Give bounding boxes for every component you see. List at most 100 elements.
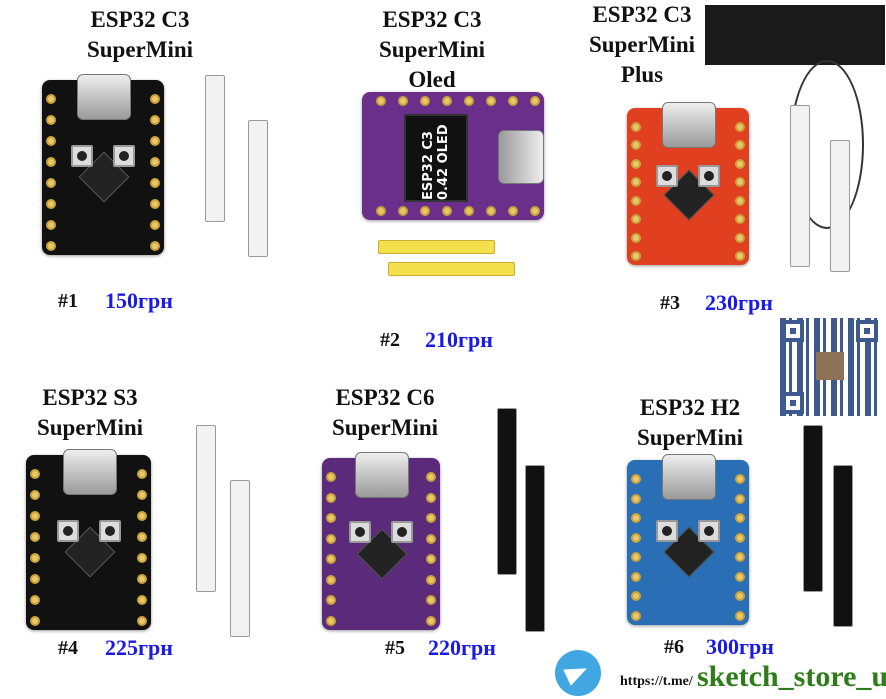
pin-pad (326, 472, 336, 482)
qr-code[interactable] (780, 318, 880, 416)
header-block (205, 75, 225, 222)
pin-pad (398, 206, 408, 216)
pin-pad (735, 232, 745, 243)
pin-pad (735, 158, 745, 169)
pin-pad (30, 469, 40, 479)
pin-pad (46, 178, 56, 188)
header-block (830, 140, 850, 272)
pin-pad (735, 177, 745, 188)
pin-pad (426, 472, 436, 482)
pin-pad (735, 571, 745, 582)
product-4-price: 225грн (105, 635, 173, 660)
pin-pad (735, 214, 745, 225)
product-3-number: #3 (660, 292, 680, 314)
product-4-board (26, 449, 151, 630)
pin-pad (735, 140, 745, 151)
pin-pad (137, 553, 147, 563)
product-4-title: ESP32 S3 SuperMini (36, 385, 144, 440)
pin-pad (735, 611, 745, 621)
pin-pad (464, 96, 474, 106)
button-icon (56, 519, 79, 542)
qr-corner (782, 392, 804, 414)
pin-pad (376, 96, 386, 106)
header-block (525, 465, 545, 632)
pin-pad (508, 206, 518, 216)
pin-pad (420, 206, 430, 216)
pin-pad (30, 616, 40, 626)
telegram-link-prefix[interactable]: https://t.me/ (620, 674, 693, 689)
pin-pad (326, 492, 336, 503)
pin-pad (735, 474, 745, 484)
usb-c-connector-icon (77, 74, 131, 120)
pin-pad (46, 115, 56, 125)
pin-pad (46, 220, 56, 230)
header-block (833, 465, 853, 627)
product-1-price: 150грн (105, 288, 173, 313)
pin-pad (150, 157, 160, 167)
product-4-number: #4 (58, 637, 78, 659)
pin-pad (631, 532, 641, 543)
pin-pad (326, 595, 336, 606)
pin-pad (137, 469, 147, 479)
pin-pad (631, 177, 641, 188)
pin-pad (426, 616, 436, 626)
pin-pad (30, 553, 40, 563)
product-1-pin-header (175, 75, 253, 222)
oled-display: ESP32 C3 0.42 OLED (404, 114, 468, 202)
pin-pad (376, 206, 386, 216)
header-block (230, 480, 250, 637)
product-3-title: ESP32 C3 SuperMini Plus (588, 2, 696, 87)
button-icon (698, 164, 720, 187)
pin-pad (326, 616, 336, 626)
button-icon (349, 521, 371, 544)
pin-pad (326, 533, 336, 544)
button-icon (698, 520, 720, 543)
pin-pad (137, 595, 147, 605)
pin-pad (30, 532, 40, 542)
pin-pad (442, 96, 452, 106)
pin-pad (150, 199, 160, 209)
header-block (388, 262, 515, 276)
pin-pad (442, 206, 452, 216)
telegram-link-handle[interactable]: sketch_store_ua (697, 660, 886, 693)
pin-pad (137, 490, 147, 500)
pin-pad (46, 199, 56, 209)
pin-pad (137, 532, 147, 542)
pin-pad (30, 574, 40, 584)
pin-pad (530, 206, 540, 216)
telegram-icon[interactable] (555, 650, 601, 696)
pin-pad (46, 241, 56, 251)
pin-pad (735, 195, 745, 206)
pin-pad (631, 552, 641, 563)
pin-pad (631, 513, 641, 524)
pin-pad (137, 574, 147, 584)
pin-pad (631, 591, 641, 602)
usb-c-connector-icon (498, 130, 544, 184)
pin-pad (326, 513, 336, 524)
button-icon (656, 520, 678, 543)
pin-pad (631, 571, 641, 582)
pin-pad (735, 513, 745, 524)
pin-pad (150, 94, 160, 104)
pin-pad (735, 122, 745, 132)
product-2-number: #2 (380, 329, 400, 351)
pin-pad (735, 532, 745, 543)
pin-pad (631, 122, 641, 132)
pin-pad (150, 115, 160, 125)
pin-pad (326, 554, 336, 565)
product-5-number: #5 (385, 637, 405, 659)
product-6-price: 300грн (706, 634, 774, 659)
pin-pad (30, 511, 40, 521)
product-3-price: 230грн (705, 290, 773, 315)
product-2-pin-header (378, 240, 518, 310)
button-icon (113, 144, 135, 167)
header-block (378, 240, 495, 254)
usb-c-connector-icon (355, 452, 409, 498)
pin-pad (735, 251, 745, 261)
pin-pad (426, 574, 436, 585)
pin-pad (530, 96, 540, 106)
pin-pad (631, 474, 641, 484)
pin-pad (426, 595, 436, 606)
product-5-pin-header (467, 408, 545, 575)
product-3-board (627, 102, 749, 265)
